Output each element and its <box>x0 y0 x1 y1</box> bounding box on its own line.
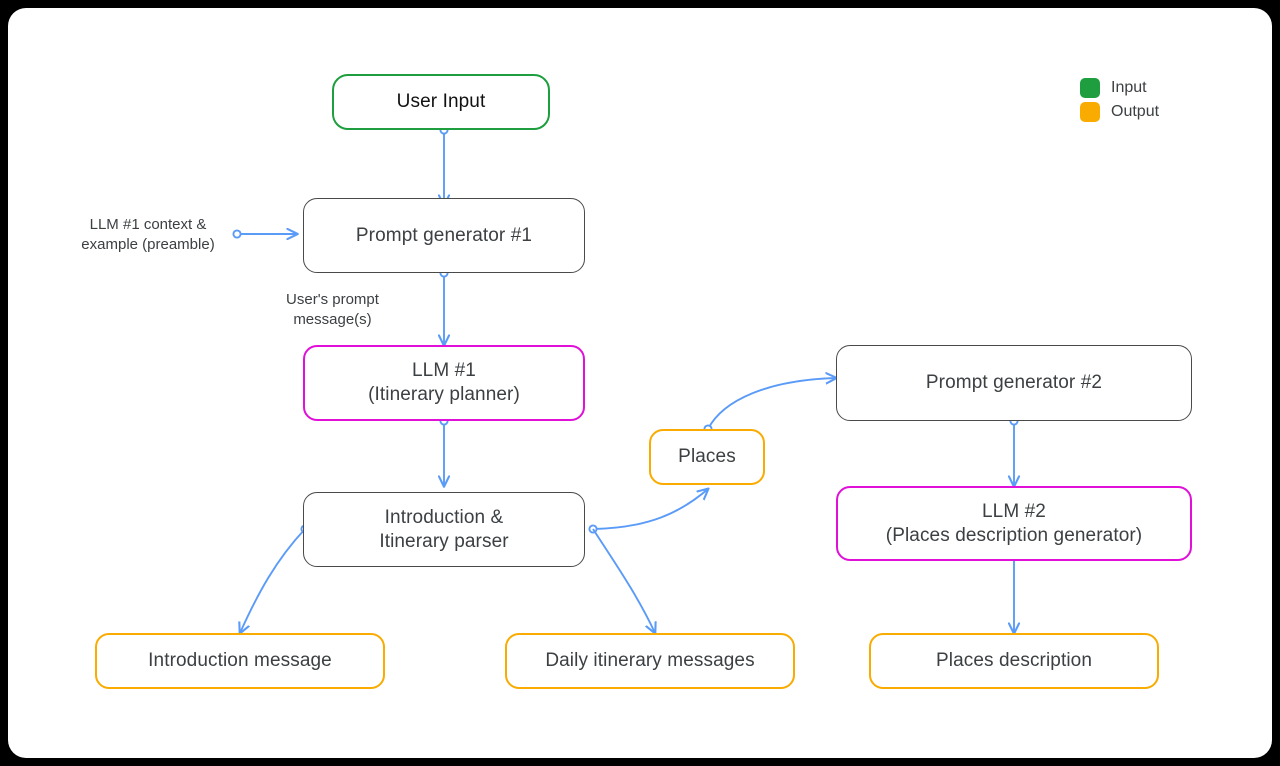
node-prompt-generator-2-label: Prompt generator #2 <box>925 372 1103 394</box>
legend-swatch-input-icon <box>1080 78 1100 98</box>
node-llm-2-label: LLM #2 (Places description generator) <box>885 500 1143 546</box>
edge-places-to-prompt-gen-2 <box>707 378 836 430</box>
legend-label-input: Input <box>1111 79 1147 96</box>
node-llm-2[interactable]: LLM #2 (Places description generator) <box>836 486 1192 561</box>
edge-parser-to-daily-itinerary-messages <box>592 528 655 633</box>
edge-label-preamble: LLM #1 context & example (preamble) <box>81 216 215 254</box>
node-user-input[interactable]: User Input <box>332 74 550 130</box>
node-introduction-itinerary-parser-label: Introduction & Itinerary parser <box>379 506 509 552</box>
node-places-label: Places <box>678 446 736 468</box>
node-prompt-generator-1[interactable]: Prompt generator #1 <box>303 198 585 273</box>
edge-parser-to-introduction-message <box>240 528 306 633</box>
node-places-description[interactable]: Places description <box>869 633 1159 689</box>
node-places-description-label: Places description <box>936 650 1092 672</box>
diagram-canvas: User Input Prompt generator #1 LLM #1 (I… <box>8 8 1272 758</box>
node-introduction-message-label: Introduction message <box>148 650 332 672</box>
legend-label-output: Output <box>1111 103 1160 120</box>
edge-parser-to-places <box>592 489 708 530</box>
edge-label-user-prompt: User's prompt message(s) <box>286 291 379 329</box>
legend-item-output: Output <box>1080 102 1159 122</box>
node-prompt-generator-2[interactable]: Prompt generator #2 <box>836 345 1192 421</box>
node-prompt-generator-1-label: Prompt generator #1 <box>355 224 533 246</box>
node-places[interactable]: Places <box>649 429 765 485</box>
legend: Input Output <box>1080 78 1159 122</box>
node-llm-1-label: LLM #1 (Itinerary planner) <box>368 360 520 405</box>
node-daily-itinerary-messages[interactable]: Daily itinerary messages <box>505 633 795 689</box>
node-introduction-itinerary-parser[interactable]: Introduction & Itinerary parser <box>303 492 585 567</box>
node-user-input-label: User Input <box>396 91 486 113</box>
legend-item-input: Input <box>1080 78 1159 98</box>
node-daily-itinerary-messages-label: Daily itinerary messages <box>545 650 755 672</box>
node-introduction-message[interactable]: Introduction message <box>95 633 385 689</box>
node-llm-1[interactable]: LLM #1 (Itinerary planner) <box>303 345 585 421</box>
legend-swatch-output-icon <box>1080 102 1100 122</box>
